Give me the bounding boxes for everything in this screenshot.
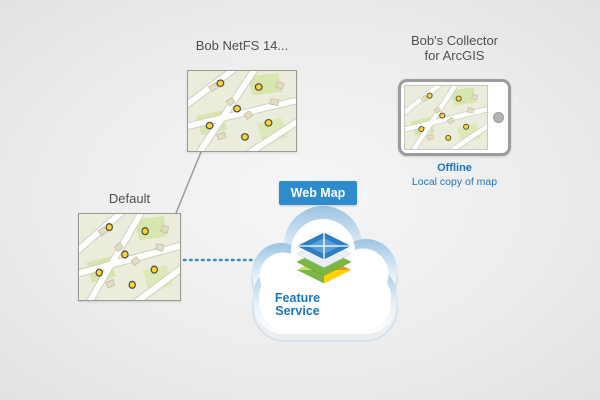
netfs-map-label: Bob NetFS 14... <box>195 38 289 53</box>
default-map-label: Default <box>108 191 151 206</box>
version-connector-line <box>175 151 202 214</box>
web-map-label: Web Map <box>290 186 346 200</box>
feature-service-label: Feature Service <box>274 291 321 318</box>
local-copy-label: Local copy of map <box>411 176 498 188</box>
tablet-screen-map <box>404 85 488 150</box>
web-map-banner: Web Map <box>279 181 357 205</box>
layer-blue <box>297 232 351 260</box>
map-layers-icon <box>296 232 352 284</box>
collector-tablet <box>398 79 511 156</box>
default-map-thumbnail <box>78 213 181 301</box>
netfs-map-thumbnail <box>187 70 297 152</box>
collector-label: Bob's Collector for ArcGIS <box>410 33 499 63</box>
tablet-home-button <box>493 112 504 123</box>
offline-label: Offline <box>437 162 472 174</box>
